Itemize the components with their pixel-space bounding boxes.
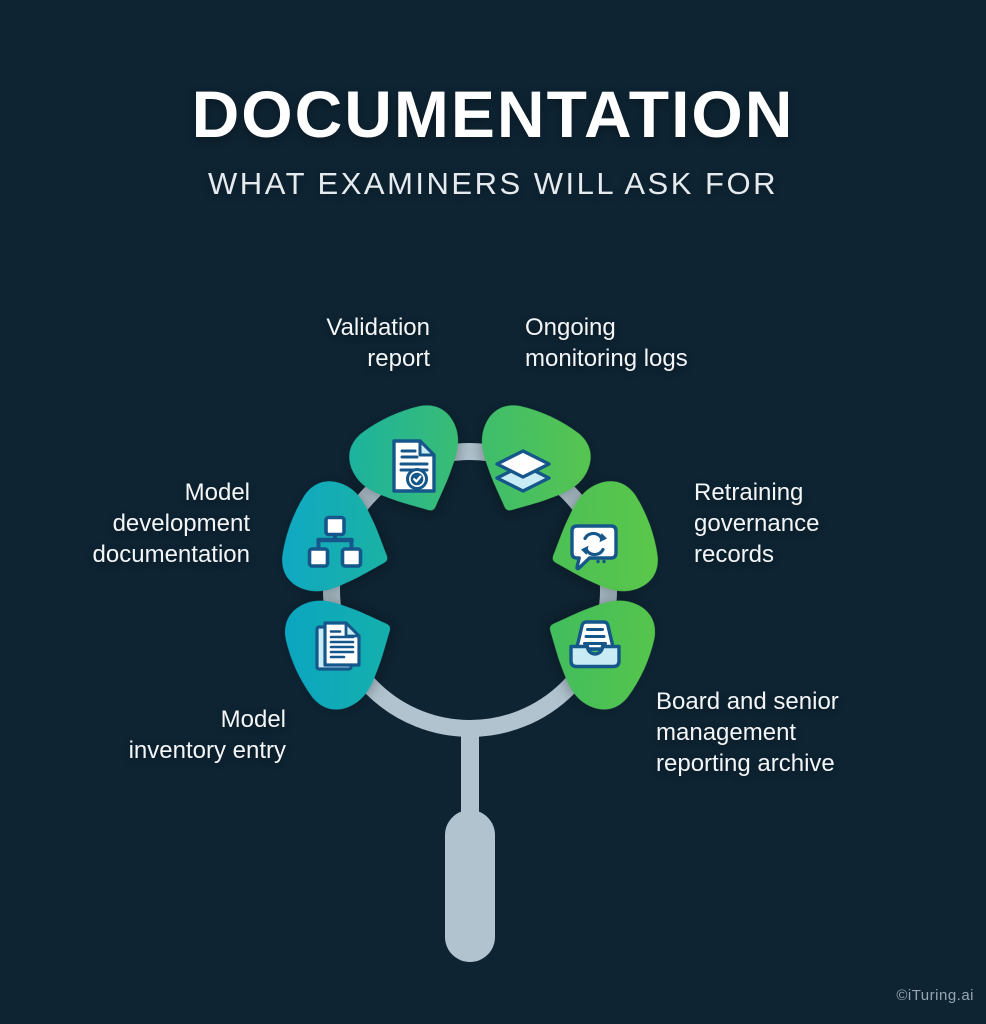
- magnifier-ring: [323, 443, 617, 737]
- page-subtitle: WHAT EXAMINERS WILL ASK FOR: [208, 166, 778, 201]
- chat-sync-icon: [570, 524, 618, 571]
- magnifier-glass: [323, 443, 617, 962]
- page-title: DOCUMENTATION: [191, 77, 795, 151]
- archive-tray-icon: [569, 620, 621, 669]
- label-retraining-governance-records: Retraining governance records: [694, 479, 820, 568]
- watermark: ©iTuring.ai: [896, 987, 974, 1004]
- label-validation-report: Validation report: [326, 314, 430, 372]
- label-model-development-documentation: Model development documentation: [92, 479, 250, 568]
- label-model-inventory-entry: Model inventory entry: [128, 706, 286, 764]
- magnifier-stem: [461, 722, 479, 827]
- flowchart-icon: [307, 515, 363, 568]
- magnifier-handle: [445, 810, 495, 962]
- documents-stack-icon: [315, 621, 361, 671]
- label-board-reporting-archive: Board and senior management reporting ar…: [656, 688, 839, 777]
- layers-icon: [495, 449, 551, 493]
- label-ongoing-monitoring-logs: Ongoing monitoring logs: [525, 314, 688, 372]
- document-check-icon: [392, 439, 436, 493]
